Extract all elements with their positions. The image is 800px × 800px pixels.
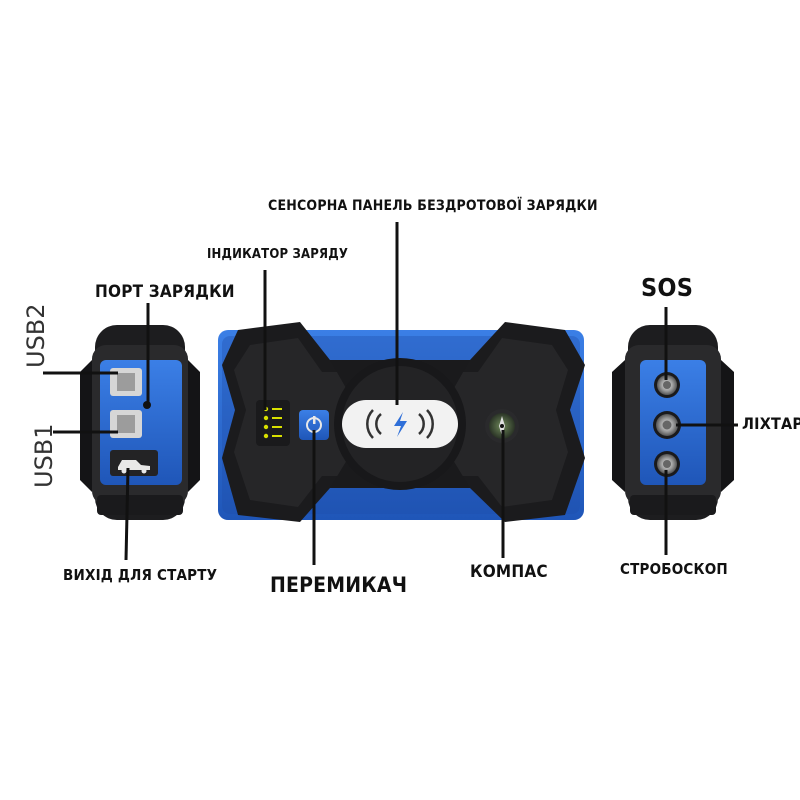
callout-lines: [43, 222, 738, 565]
label-charge-port: ПОРТ ЗАРЯДКИ: [95, 282, 235, 302]
label-usb1: USB1: [30, 423, 58, 488]
label-start-output: ВИХІД ДЛЯ СТАРТУ: [63, 566, 218, 584]
left-side-view: [80, 325, 200, 520]
label-usb2: USB2: [22, 303, 50, 368]
right-side-view: [612, 325, 734, 520]
front-view: [218, 322, 585, 522]
label-wireless-panel: СЕНСОРНА ПАНЕЛЬ БЕЗДРОТОВОЇ ЗАРЯДКИ: [268, 198, 598, 214]
label-strobe: СТРОБОСКОП: [620, 560, 728, 578]
lightning-icon: [394, 412, 407, 437]
label-sos: SOS: [641, 273, 694, 302]
label-switch: ПЕРЕМИКАЧ: [270, 573, 408, 597]
label-flashlight: ЛІХТАР: [742, 414, 800, 433]
power-switch: [299, 410, 329, 440]
charge-indicator: [256, 400, 290, 446]
label-charge-indicator: ІНДИКАТОР ЗАРЯДУ: [207, 247, 349, 262]
label-compass: КОМПАС: [470, 562, 548, 582]
